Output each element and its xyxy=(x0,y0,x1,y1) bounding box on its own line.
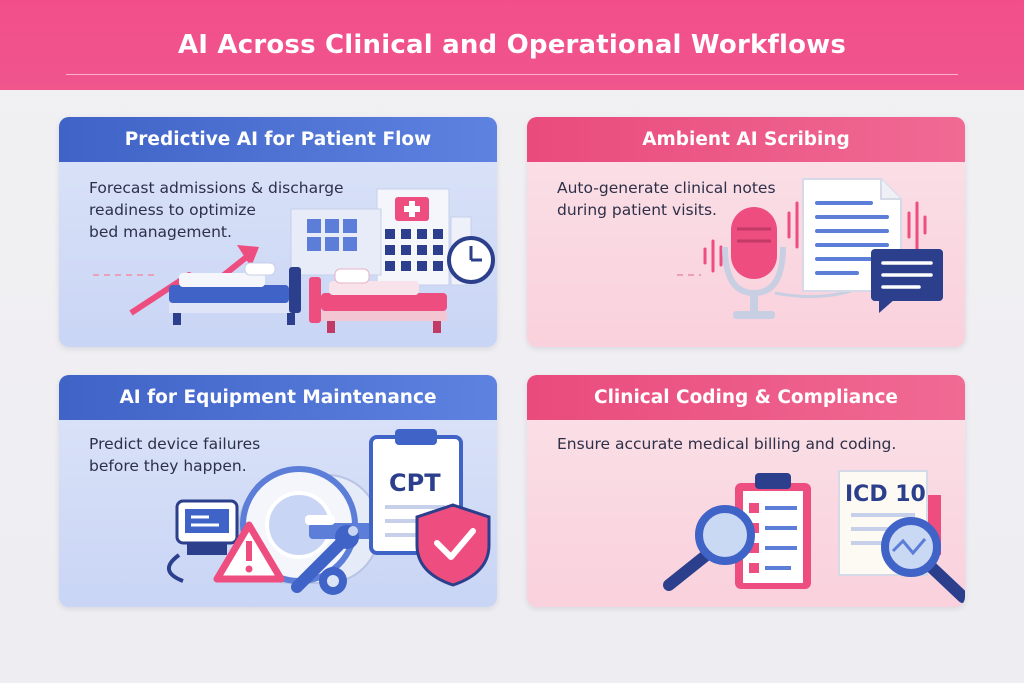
card-title: Clinical Coding & Compliance xyxy=(527,375,965,420)
card-description: Forecast admissions & discharge readines… xyxy=(89,179,344,241)
scribing-illustration xyxy=(677,178,943,319)
patient-flow-illustration xyxy=(93,188,495,333)
card-description: Predict device failures before they happ… xyxy=(89,435,261,475)
microphone-icon xyxy=(722,207,868,319)
clock-icon xyxy=(447,236,495,284)
magnifier-icon-2 xyxy=(881,517,965,603)
page-title: AI Across Clinical and Operational Workf… xyxy=(177,30,847,60)
icd-label: ICD 10 xyxy=(845,482,926,507)
bed-icon-2 xyxy=(309,268,447,333)
chat-bubble-icon xyxy=(871,249,943,313)
checklist-clipboard-icon xyxy=(735,473,811,589)
card-description: Auto-generate clinical notes during pati… xyxy=(557,179,776,219)
header-divider xyxy=(66,74,958,75)
warning-icon xyxy=(213,521,285,583)
card-title: AI for Equipment Maintenance xyxy=(59,375,497,420)
card-equipment-maintenance: AI for Equipment Maintenance Predict dev… xyxy=(59,375,497,607)
magnifier-icon xyxy=(663,505,755,591)
shield-icon xyxy=(415,503,491,587)
cpt-label: CPT xyxy=(389,469,441,497)
wrench-icon xyxy=(291,525,359,593)
bed-icon xyxy=(169,262,301,325)
card-title: Predictive AI for Patient Flow xyxy=(59,117,497,162)
hospital-icon xyxy=(290,188,472,286)
card-ambient-scribing: Ambient AI Scribing Auto-generate clinic… xyxy=(527,117,965,347)
card-title: Ambient AI Scribing xyxy=(527,117,965,162)
coding-illustration: ICD 10 xyxy=(663,470,965,603)
card-patient-flow: Predictive AI for Patient Flow Forecast … xyxy=(59,117,497,347)
header-banner: AI Across Clinical and Operational Workf… xyxy=(0,0,1024,90)
monitor-device-icon xyxy=(167,499,239,583)
card-description: Ensure accurate medical billing and codi… xyxy=(557,435,897,453)
maintenance-illustration: CPT xyxy=(167,429,491,595)
card-coding-compliance: Clinical Coding & Compliance Ensure accu… xyxy=(527,375,965,607)
gear-icon xyxy=(319,567,347,595)
